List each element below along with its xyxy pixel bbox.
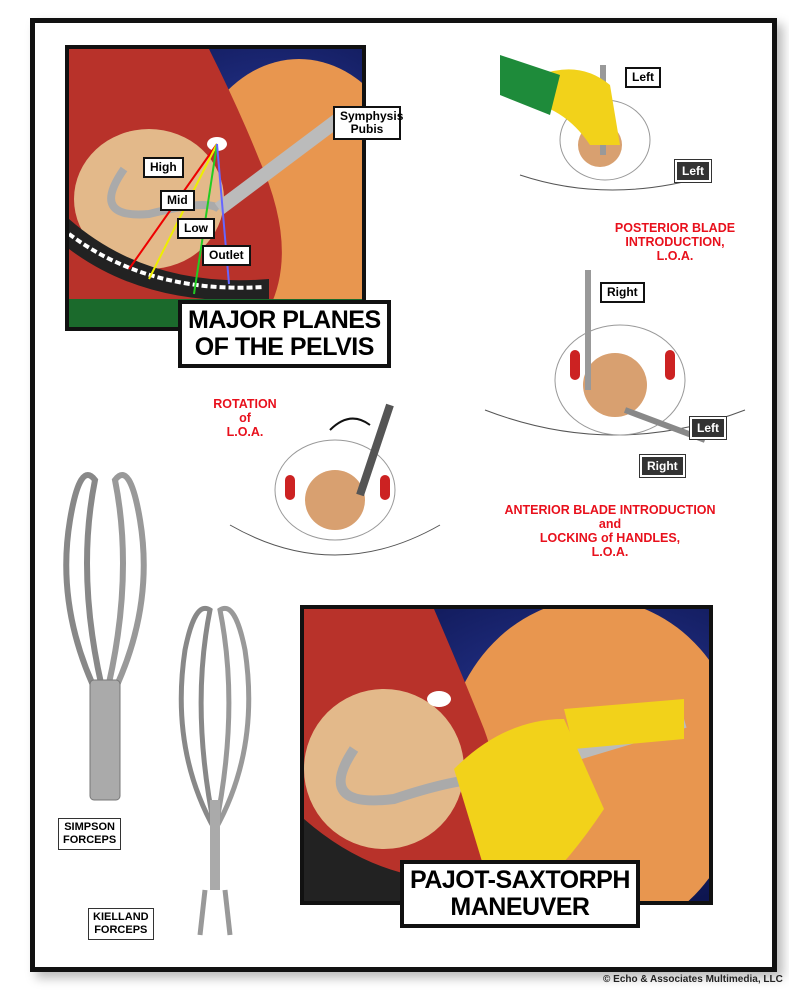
caption-line: ROTATION bbox=[213, 397, 277, 411]
label-high: High bbox=[143, 157, 184, 178]
rotation-illustration bbox=[229, 403, 441, 556]
caption-line: L.O.A. bbox=[226, 425, 264, 439]
caption-anterior-blade: ANTERIOR BLADE INTRODUCTION and LOCKING … bbox=[490, 503, 730, 559]
caption-line: FORCEPS bbox=[94, 924, 148, 936]
caption-line: ANTERIOR BLADE INTRODUCTION bbox=[504, 503, 716, 517]
label-left: Left bbox=[625, 67, 661, 88]
label-right-handle: Right bbox=[639, 454, 686, 478]
title-line: MAJOR PLANES bbox=[188, 306, 381, 334]
label-low: Low bbox=[177, 218, 215, 239]
caption-line: SIMPSON bbox=[64, 821, 115, 833]
caption-rotation: ROTATION of L.O.A. bbox=[210, 397, 280, 439]
anterior-blade-illustration bbox=[484, 270, 746, 443]
caption-line: LOCKING of HANDLES, bbox=[539, 531, 681, 545]
label-right: Right bbox=[600, 282, 645, 303]
pelvis-planes-drawing bbox=[69, 49, 362, 327]
pelvis-planes-illustration bbox=[65, 45, 366, 331]
title-major-planes: MAJOR PLANES OF THE PELVIS bbox=[178, 300, 391, 368]
copyright-notice: © Echo & Associates Multimedia, LLC bbox=[603, 974, 783, 985]
caption-line: KIELLAND bbox=[93, 911, 149, 923]
label-left-handle: Left bbox=[674, 159, 712, 183]
label-mid: Mid bbox=[160, 190, 195, 211]
label-outlet: Outlet bbox=[202, 245, 251, 266]
title-line: MANEUVER bbox=[450, 893, 590, 921]
simpson-forceps-illustration bbox=[63, 472, 147, 801]
label-symphysis-pubis: Symphysis Pubis bbox=[333, 106, 404, 140]
posterior-blade-illustration bbox=[500, 55, 711, 191]
caption-kielland-forceps: KIELLAND FORCEPS bbox=[88, 908, 154, 940]
caption-line: L.O.A. bbox=[591, 545, 629, 559]
title-pajot-saxtorph: PAJOT-SAXTORPH MANEUVER bbox=[400, 860, 640, 928]
kielland-forceps-illustration bbox=[178, 605, 252, 936]
caption-posterior-blade: POSTERIOR BLADE INTRODUCTION, L.O.A. bbox=[600, 221, 750, 263]
caption-line: and bbox=[598, 517, 622, 531]
caption-line: FORCEPS bbox=[63, 834, 117, 846]
caption-simpson-forceps: SIMPSON FORCEPS bbox=[58, 818, 122, 850]
caption-line: POSTERIOR BLADE bbox=[614, 221, 736, 235]
label-text: Symphysis Pubis bbox=[340, 109, 404, 136]
caption-line: of bbox=[239, 411, 251, 425]
title-line: OF THE PELVIS bbox=[194, 333, 375, 361]
caption-line: L.O.A. bbox=[656, 249, 694, 263]
title-line: PAJOT-SAXTORPH bbox=[410, 866, 630, 894]
label-left-handle: Left bbox=[689, 416, 727, 440]
pajot-maneuver-drawing bbox=[304, 609, 709, 901]
caption-line: INTRODUCTION, bbox=[625, 235, 725, 249]
